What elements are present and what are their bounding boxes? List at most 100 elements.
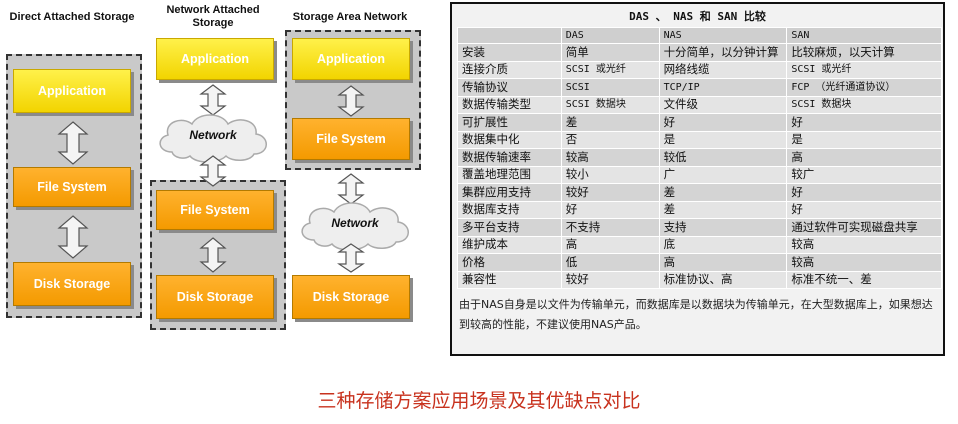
table-cell: 是 — [786, 130, 942, 149]
das-title: Direct Attached Storage — [9, 11, 135, 23]
table-cell: 好 — [786, 183, 942, 202]
table-cell: 好 — [786, 113, 942, 132]
table-cell: 高 — [786, 148, 942, 167]
table-header-cell: NAS — [658, 27, 788, 44]
table-cell: 较好 — [560, 183, 660, 202]
table-row: 数据集中化否是是 — [457, 130, 942, 149]
table-cell: 差 — [658, 200, 788, 219]
nas-application-block: Application — [156, 38, 274, 80]
table-cell: 较广 — [786, 165, 942, 184]
table-row-label: 价格 — [457, 253, 562, 272]
san-arrow-net-disk — [337, 243, 365, 273]
nas-network-cloud-icon — [159, 114, 267, 163]
table-cell: 文件级 — [658, 95, 788, 114]
table-header-cell: SAN — [786, 27, 942, 44]
table-row-label: 安装 — [457, 43, 562, 62]
das-arrow-fs-disk — [57, 215, 89, 259]
table-cell: 较高 — [786, 235, 942, 254]
table-cell: 支持 — [658, 218, 788, 237]
table-cell: 简单 — [560, 43, 660, 62]
san-file-system-block: File System — [292, 118, 410, 160]
table-cell: SCSI 或光纤 — [786, 60, 942, 79]
table-cell: 广 — [658, 165, 788, 184]
table-cell: 网络线缆 — [658, 60, 788, 79]
table-row-label: 多平台支持 — [457, 218, 562, 237]
table-cell: 否 — [560, 130, 660, 149]
nas-arrow-fs-disk — [199, 237, 227, 273]
table-row: 数据库支持好差好 — [457, 200, 942, 219]
table-row-label: 数据传输类型 — [457, 95, 562, 114]
table-row: 安装简单十分简单，以分钟计算比较麻烦，以天计算 — [457, 43, 942, 62]
table-row-label: 兼容性 — [457, 270, 562, 289]
comparison-panel: DAS 、 NAS 和 SAN 比较 DAS NAS SAN 安装简单十分简单，… — [450, 2, 945, 356]
table-cell: 低 — [560, 253, 660, 272]
table-cell: 是 — [658, 130, 788, 149]
table-cell: 好 — [560, 200, 660, 219]
table-row: 兼容性较好标准协议、高标准不统一、差 — [457, 270, 942, 289]
table-row-label: 连接介质 — [457, 60, 562, 79]
das-application-block: Application — [13, 69, 131, 113]
table-cell: 底 — [658, 235, 788, 254]
table-row: 数据传输速率较高较低高 — [457, 148, 942, 167]
table-header-cell: DAS — [560, 27, 660, 44]
nas-network-label: Network — [189, 128, 237, 142]
table-row: 多平台支持不支持支持通过软件可实现磁盘共享 — [457, 218, 942, 237]
san-disk-storage-block: Disk Storage — [292, 275, 410, 319]
table-row: 价格低高较高 — [457, 253, 942, 272]
nas-file-system-block: File System — [156, 190, 274, 230]
table-cell: 较小 — [560, 165, 660, 184]
table-row-label: 数据传输速率 — [457, 148, 562, 167]
san-network-cloud-icon — [301, 202, 409, 251]
table-cell: 较低 — [658, 148, 788, 167]
table-row-label: 覆盖地理范围 — [457, 165, 562, 184]
table-row-label: 集群应用支持 — [457, 183, 562, 202]
table-row-label: 数据集中化 — [457, 130, 562, 149]
table-title: DAS 、 NAS 和 SAN 比较 — [629, 10, 766, 23]
table-cell: 高 — [560, 235, 660, 254]
table-note: 由于NAS自身是以文件为传输单元，而数据库是以数据块为传输单元，在大型数据库上，… — [459, 298, 933, 331]
table-row-label: 数据库支持 — [457, 200, 562, 219]
table-row-label: 可扩展性 — [457, 113, 562, 132]
table-cell: SCSI 数据块 — [560, 95, 660, 114]
table-row-label: 传输协议 — [457, 78, 562, 97]
table-cell: 较高 — [560, 148, 660, 167]
table-cell: FCP （光纤通道协议） — [786, 78, 942, 97]
table-header-row: DAS NAS SAN — [457, 27, 942, 44]
table-cell: 好 — [658, 113, 788, 132]
san-application-block: Application — [292, 38, 410, 80]
figure-caption: 三种存储方案应用场景及其优缺点对比 — [317, 390, 641, 412]
table-cell: 差 — [560, 113, 660, 132]
table-cell: TCP/IP — [658, 78, 788, 97]
table-cell: SCSI 数据块 — [786, 95, 942, 114]
san-title: Storage Area Network — [292, 11, 408, 23]
das-disk-storage-block: Disk Storage — [13, 262, 131, 306]
nas-disk-storage-block: Disk Storage — [156, 275, 274, 319]
table-cell: 不支持 — [560, 218, 660, 237]
nas-arrow-net-fs — [199, 155, 227, 187]
table-cell: 标准协议、高 — [658, 270, 788, 289]
table-cell: 好 — [786, 200, 942, 219]
table-cell: SCSI 或光纤 — [560, 60, 660, 79]
nas-title: Network Attached Storage — [166, 4, 260, 29]
table-row-label: 维护成本 — [457, 235, 562, 254]
table-header-cell — [457, 27, 562, 44]
das-arrow-app-fs — [57, 121, 89, 165]
table-cell: 高 — [658, 253, 788, 272]
table-cell: SCSI — [560, 78, 660, 97]
table-cell: 十分简单，以分钟计算 — [658, 43, 788, 62]
table-row: 维护成本高底较高 — [457, 235, 942, 254]
table-cell: 差 — [658, 183, 788, 202]
san-arrow-app-fs — [337, 85, 365, 117]
das-file-system-block: File System — [13, 167, 131, 207]
table-cell: 比较麻烦，以天计算 — [786, 43, 942, 62]
table-row: 可扩展性差好好 — [457, 113, 942, 132]
san-network-label: Network — [331, 216, 379, 230]
table-cell: 通过软件可实现磁盘共享 — [786, 218, 942, 237]
table-row: 集群应用支持较好差好 — [457, 183, 942, 202]
table-row: 覆盖地理范围较小广较广 — [457, 165, 942, 184]
table-cell: 较高 — [786, 253, 942, 272]
